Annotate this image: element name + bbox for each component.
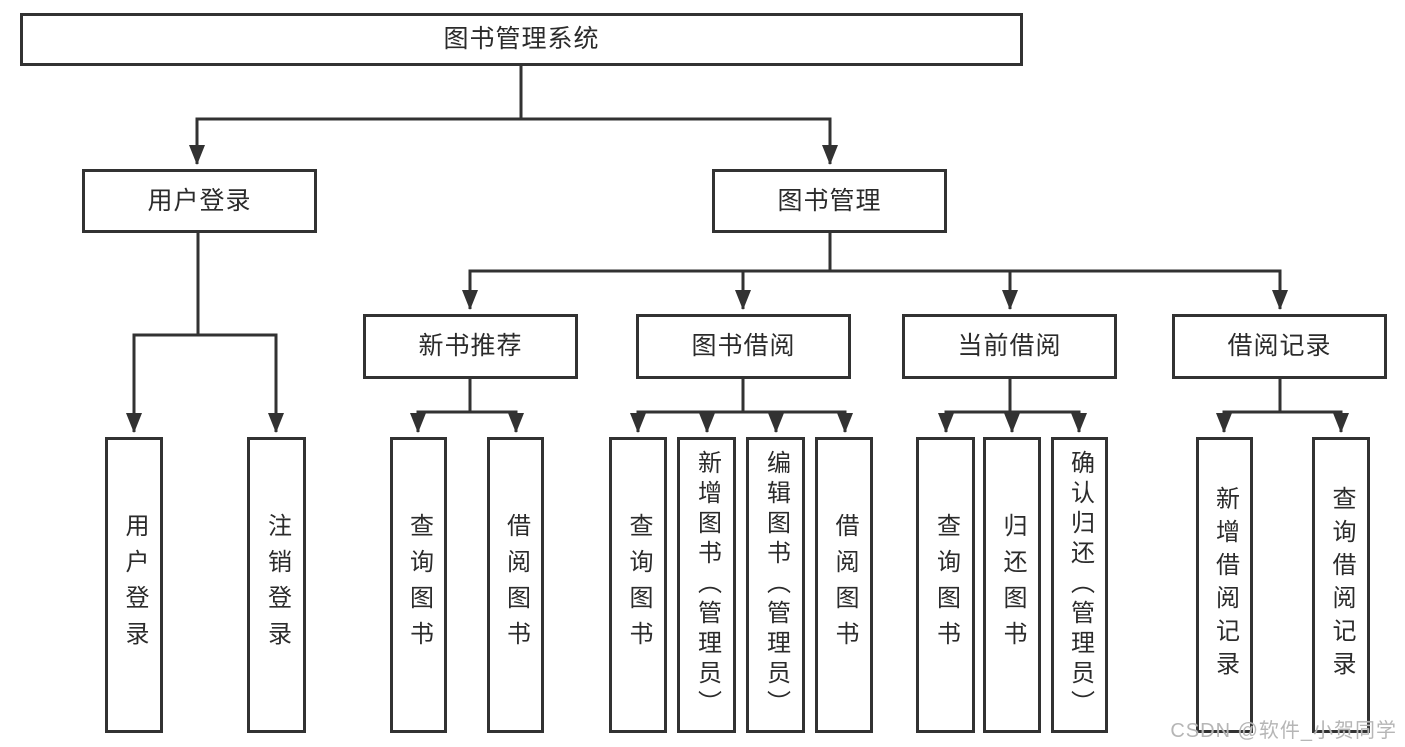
node-current-borrowing: 当前借阅 (902, 314, 1117, 379)
leaf-label: 归还图书 (999, 513, 1026, 657)
leaf-edit-books-admin: 编辑图书（管理员） (746, 437, 805, 733)
leaf-label: 新增借阅记录 (1211, 486, 1239, 684)
leaf-logout: 注销登录 (247, 437, 306, 733)
leaf-label: 注销登录 (263, 513, 291, 657)
leaf-confirm-return-admin: 确认归还（管理员） (1051, 437, 1108, 733)
watermark-text: CSDN @软件_小贺同学 (1170, 720, 1397, 742)
leaf-label: 编辑图书（管理员） (762, 450, 790, 720)
leaf-query-books-borrow: 查询图书 (609, 437, 667, 733)
leaf-return-books: 归还图书 (983, 437, 1041, 733)
leaf-query-books-current: 查询图书 (916, 437, 975, 733)
leaf-borrow-books: 借阅图书 (815, 437, 873, 733)
node-book-management: 图书管理 (712, 169, 947, 233)
node-new-book-recommend: 新书推荐 (363, 314, 578, 379)
leaf-add-books-admin: 新增图书（管理员） (677, 437, 736, 733)
leaf-label: 新增图书（管理员） (693, 450, 721, 720)
leaf-label: 查询图书 (405, 513, 433, 657)
leaf-borrow-books-recommend: 借阅图书 (487, 437, 544, 733)
leaf-label: 用户登录 (121, 513, 148, 657)
leaf-user-login: 用户登录 (105, 437, 163, 733)
leaf-label: 查询图书 (932, 513, 960, 657)
node-book-management-system: 图书管理系统 (20, 13, 1023, 66)
leaf-add-borrow-record: 新增借阅记录 (1196, 437, 1253, 733)
leaf-label: 查询图书 (625, 513, 652, 657)
leaf-label: 确认归还（管理员） (1066, 450, 1094, 720)
leaf-label: 借阅图书 (502, 513, 530, 657)
leaf-query-borrow-record: 查询借阅记录 (1312, 437, 1370, 733)
node-borrowing-records: 借阅记录 (1172, 314, 1387, 379)
leaf-label: 借阅图书 (831, 513, 858, 657)
leaf-query-books-recommend: 查询图书 (390, 437, 447, 733)
node-book-borrowing: 图书借阅 (636, 314, 851, 379)
node-user-login: 用户登录 (82, 169, 317, 233)
connector-arrows (126, 119, 1349, 433)
leaf-label: 查询借阅记录 (1328, 486, 1355, 684)
